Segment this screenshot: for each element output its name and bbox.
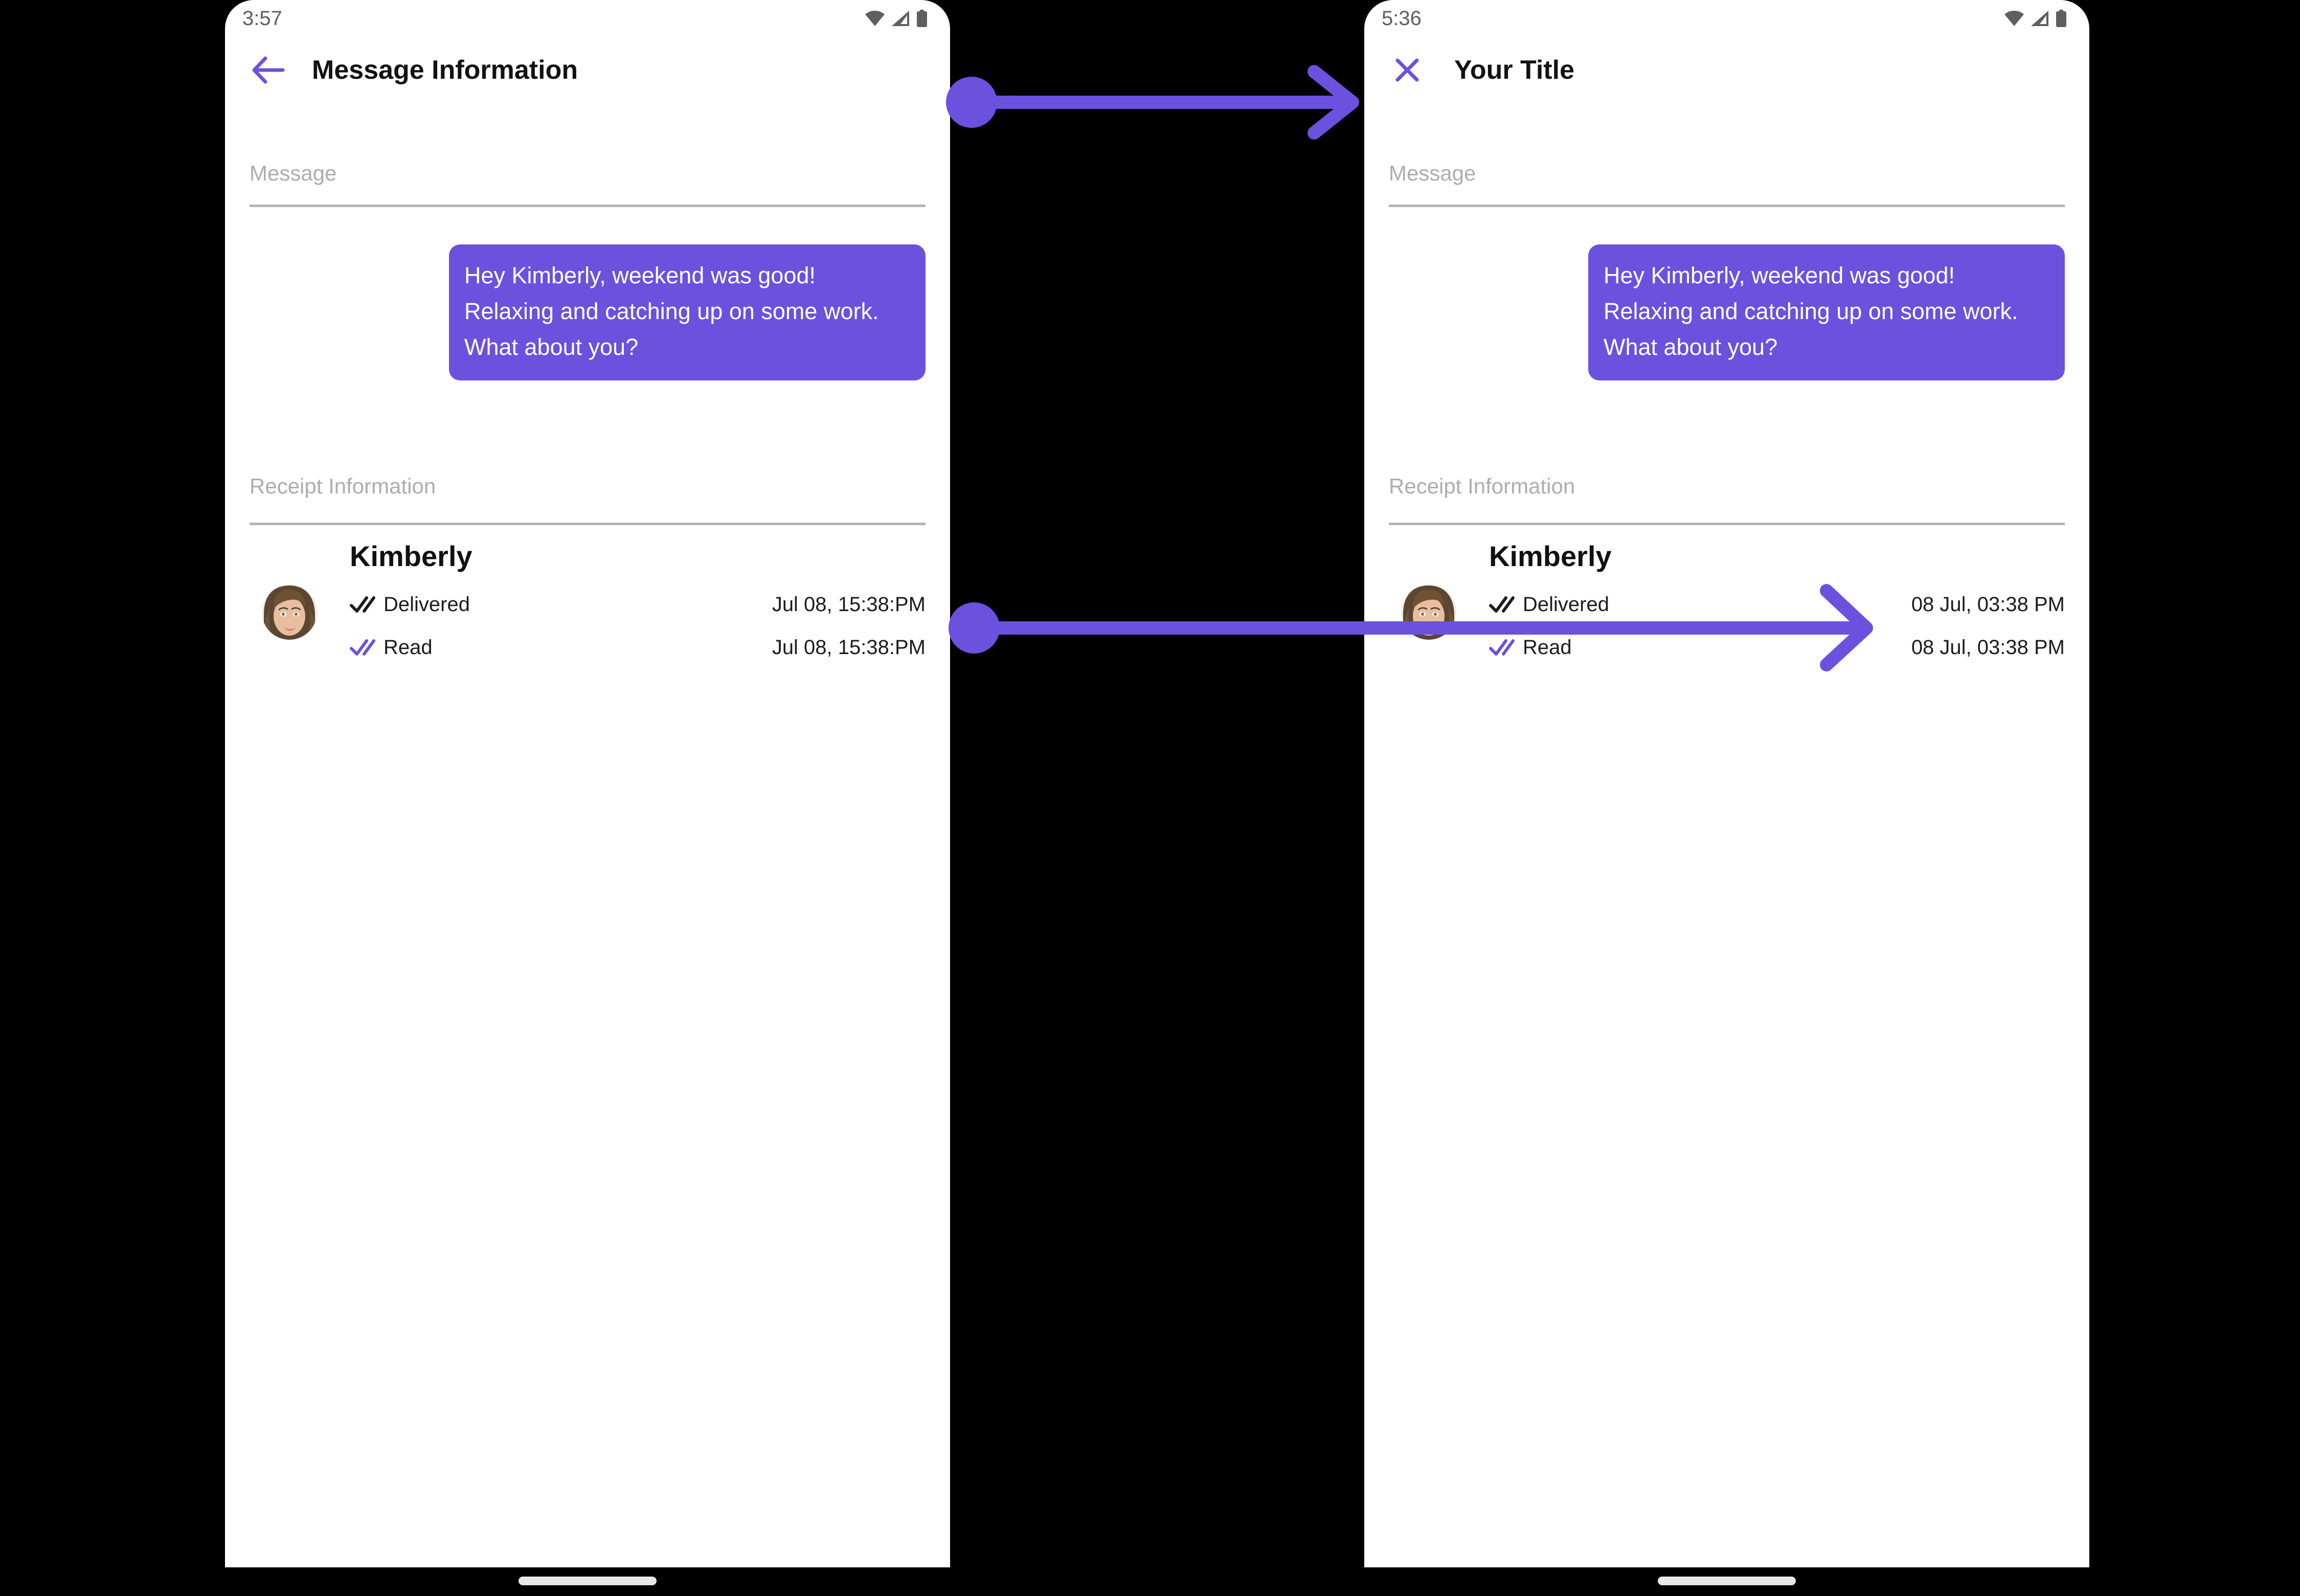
message-section-divider <box>1389 205 2065 207</box>
receipt-status-label: Read <box>384 636 433 659</box>
receipt-timestamp: Jul 08, 15:38:PM <box>772 593 926 616</box>
receipt-row: Read Jul 08, 15:38:PM <box>350 626 926 669</box>
page-title: Your Title <box>1454 55 1574 85</box>
receipt-timestamp: 08 Jul, 03:38 PM <box>1911 636 2065 659</box>
double-check-icon <box>350 638 384 657</box>
message-section-divider <box>250 205 926 207</box>
receipt-rows: Delivered Jul 08, 15:38:PM Read Jul 08, … <box>350 583 926 669</box>
status-time: 5:36 <box>1382 7 1422 30</box>
title-change-arrow <box>946 65 1359 140</box>
double-check-icon <box>1489 638 1523 657</box>
receipt-section-label: Receipt Information <box>1389 474 1575 498</box>
wifi-icon <box>2004 11 2024 26</box>
status-bar: 3:57 <box>225 0 950 37</box>
double-check-icon <box>1489 595 1523 614</box>
receipt-row: Read 08 Jul, 03:38 PM <box>1489 626 2065 669</box>
close-icon[interactable] <box>1388 51 1427 89</box>
wifi-icon <box>865 11 885 26</box>
receipt-rows: Delivered 08 Jul, 03:38 PM Read 08 Jul, … <box>1489 583 2065 669</box>
status-icons <box>865 10 928 27</box>
avatar <box>1401 585 1456 640</box>
phone-screen-before: 3:57 Message Information Message Hey Kim… <box>225 0 950 1567</box>
status-time: 3:57 <box>242 7 282 30</box>
receipt-row: Delivered 08 Jul, 03:38 PM <box>1489 583 2065 626</box>
contact-name: Kimberly <box>350 540 472 572</box>
receipt-section-divider <box>1389 523 2065 525</box>
receipt-status-label: Read <box>1523 636 1572 659</box>
receipt-section-label: Receipt Information <box>250 474 436 498</box>
status-icons <box>2004 10 2067 27</box>
double-check-icon <box>350 595 384 614</box>
home-indicator[interactable] <box>1658 1577 1796 1585</box>
home-indicator-area <box>1364 1567 2089 1596</box>
app-bar: Your Title <box>1364 37 2089 103</box>
receipt-timestamp: 08 Jul, 03:38 PM <box>1911 593 2065 616</box>
contact-name: Kimberly <box>1489 540 1612 572</box>
receipt-section-divider <box>250 523 926 525</box>
status-bar: 5:36 <box>1364 0 2089 37</box>
app-bar: Message Information <box>225 37 950 103</box>
receipt-status-label: Delivered <box>384 593 470 616</box>
back-arrow-icon[interactable] <box>249 51 287 89</box>
avatar <box>262 585 317 640</box>
page-title: Message Information <box>312 55 578 85</box>
home-indicator[interactable] <box>518 1577 657 1585</box>
message-section-label: Message <box>1389 161 1476 185</box>
signal-icon <box>892 11 909 26</box>
phone-screen-after: 5:36 Your Title Message Hey Kimberly, we… <box>1364 0 2089 1567</box>
message-bubble: Hey Kimberly, weekend was good! Relaxing… <box>1588 244 2065 380</box>
signal-icon <box>2031 11 2048 26</box>
message-bubble: Hey Kimberly, weekend was good! Relaxing… <box>449 244 926 380</box>
battery-icon <box>916 10 928 27</box>
message-section-label: Message <box>250 161 337 185</box>
receipt-status-label: Delivered <box>1523 593 1609 616</box>
receipt-row: Delivered Jul 08, 15:38:PM <box>350 583 926 626</box>
battery-icon <box>2056 10 2067 27</box>
receipt-timestamp: Jul 08, 15:38:PM <box>772 636 926 659</box>
home-indicator-area <box>225 1567 950 1596</box>
